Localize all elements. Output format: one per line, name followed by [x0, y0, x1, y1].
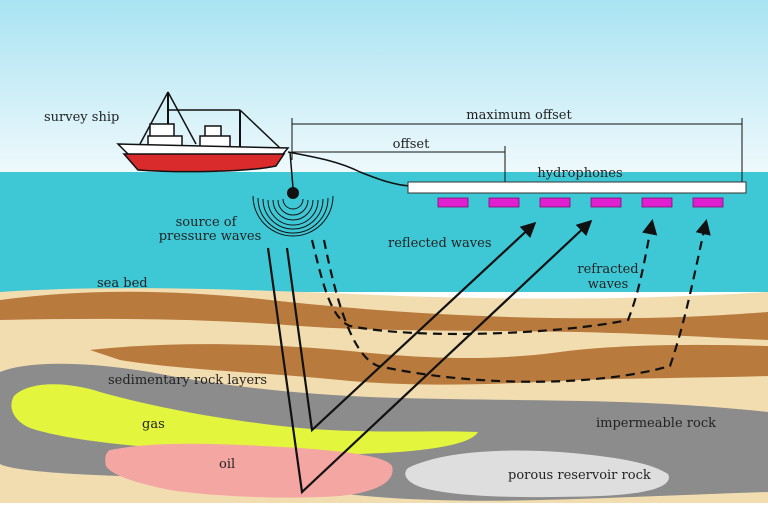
refracted-rays	[310, 218, 711, 383]
tow-cable	[287, 151, 411, 187]
hydrophones-label: hydrophones	[537, 166, 622, 181]
hydrophone	[692, 197, 724, 208]
refracted-label-line1: refracted	[577, 262, 638, 277]
sedimentary-layer-brown	[90, 344, 768, 385]
survey-ship	[116, 91, 290, 173]
refracted-label-line2: waves	[588, 277, 629, 292]
hydrophone	[437, 197, 469, 208]
impermeable-rock-label: impermeable rock	[596, 416, 716, 431]
offset-label: offset	[393, 137, 430, 152]
oil-pocket	[105, 443, 393, 498]
source-label-line2: pressure waves	[159, 229, 262, 244]
survey-ship-label: survey ship	[44, 110, 119, 125]
source-label-line1: source of	[176, 215, 238, 230]
hydrophone	[590, 197, 622, 208]
sedimentary-rock-layers-label: sedimentary rock layers	[108, 373, 267, 388]
refracted-ray-2	[322, 218, 711, 383]
porous-reservoir-rock-label: porous reservoir rock	[508, 468, 651, 483]
hydrophone-array	[437, 197, 724, 208]
source-cable	[289, 151, 294, 189]
reflected-waves-label: reflected waves	[388, 236, 492, 251]
sky	[0, 0, 768, 172]
offset-dimension	[292, 146, 506, 184]
streamer	[407, 181, 747, 194]
refracted-ray-1	[310, 218, 658, 336]
maximum-offset-label: maximum offset	[466, 108, 572, 123]
oil-label: oil	[219, 457, 235, 472]
gas-label: gas	[142, 417, 165, 432]
pressure-source	[287, 187, 299, 199]
reflected-ray-2	[266, 219, 593, 495]
hydrophone	[539, 197, 571, 208]
hydrophone	[488, 197, 520, 208]
hydrophone	[641, 197, 673, 208]
reflected-ray-1	[285, 221, 537, 433]
reflected-rays	[266, 219, 593, 495]
pressure-wavefronts	[252, 195, 334, 237]
sea-bed-label: sea bed	[97, 276, 148, 291]
porous-reservoir-rock	[405, 450, 669, 498]
